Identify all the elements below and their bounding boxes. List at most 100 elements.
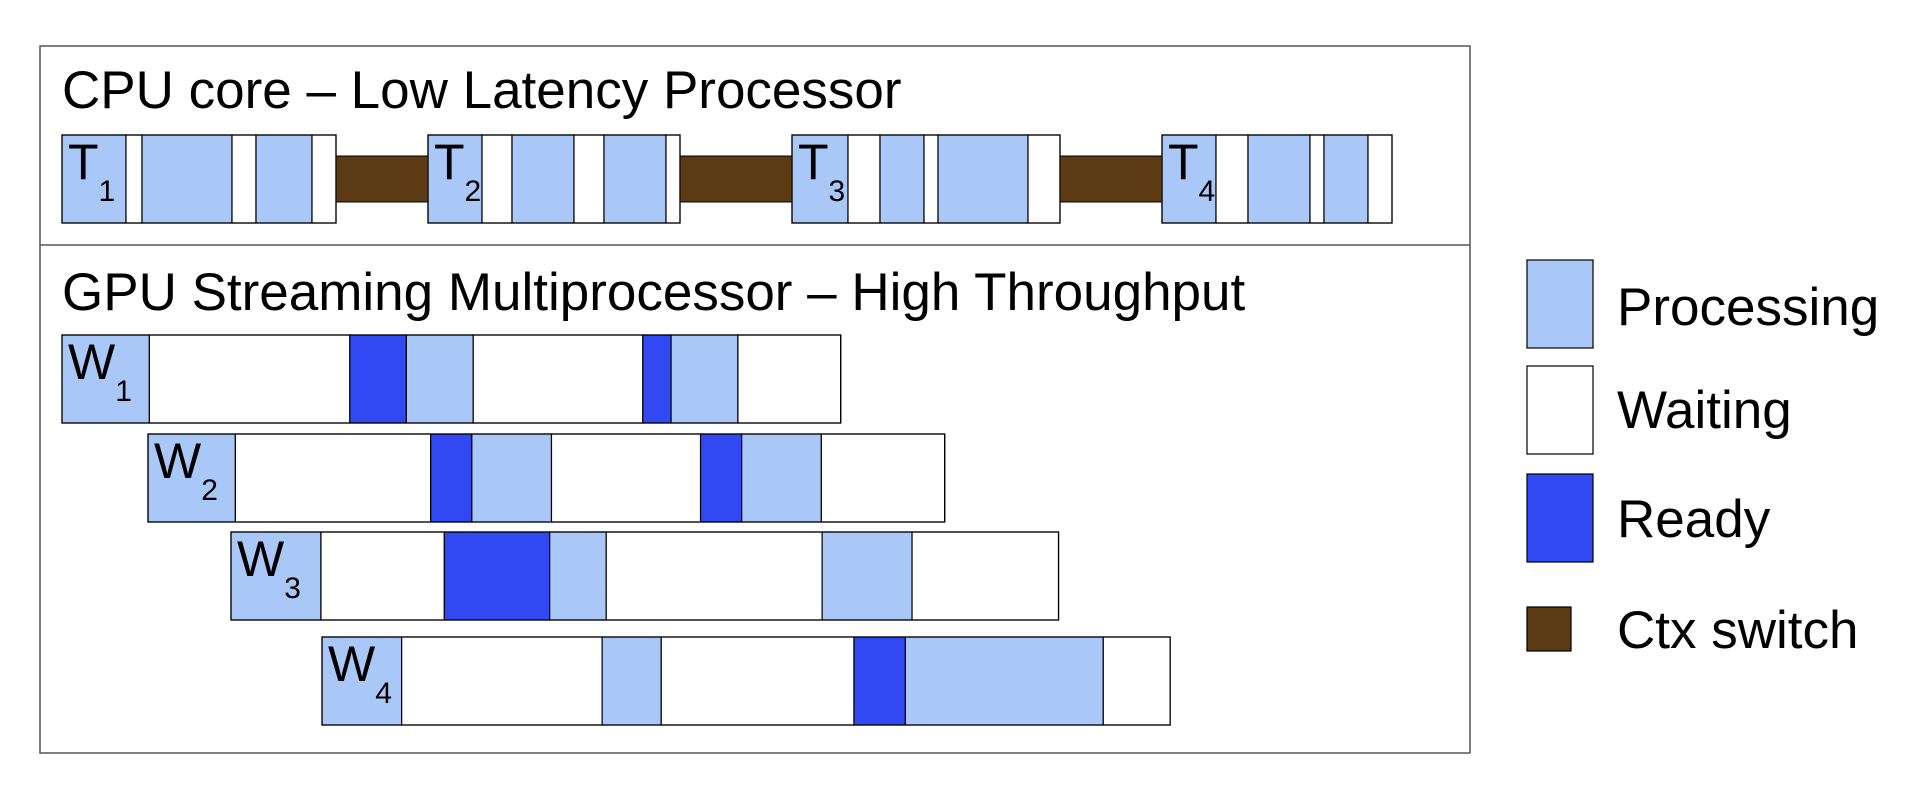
processing-segment xyxy=(511,134,575,224)
cpu-thread-lane-label: T1 xyxy=(68,134,115,208)
legend-item-ready: Ready xyxy=(1526,473,1771,563)
processing-segment xyxy=(904,636,1104,726)
cpu-thread-lane-subscript: 4 xyxy=(1199,175,1216,208)
ready-segment xyxy=(430,433,473,523)
processing-segment xyxy=(141,134,233,224)
processing-segment xyxy=(405,334,474,424)
ctx-switch-markers xyxy=(335,155,1163,203)
cpu-thread-lane: T4 xyxy=(1161,134,1393,224)
legend-label: Ctx switch xyxy=(1617,601,1858,660)
waiting-segment xyxy=(1215,134,1249,224)
legend-label: Processing xyxy=(1617,278,1879,337)
gpu-warp-lane-letter: W xyxy=(154,433,202,489)
gpu-warp-lane-outline xyxy=(230,531,1060,621)
ready-segment xyxy=(699,433,743,523)
gpu-warp-lane-label: W2 xyxy=(154,433,218,507)
legend-label: Waiting xyxy=(1617,381,1792,440)
legend-label: Ready xyxy=(1617,490,1771,549)
ctx-switch-marker xyxy=(1059,155,1163,203)
cpu-thread-lane: T2 xyxy=(427,134,681,224)
processing-segment xyxy=(230,531,322,621)
processing-segment xyxy=(321,636,403,726)
cpu-thread-lane: T3 xyxy=(791,134,1061,224)
ready-segment xyxy=(349,334,407,424)
gpu-warp-lane-label: W3 xyxy=(237,531,301,605)
processing-segment xyxy=(603,134,667,224)
legend-swatch xyxy=(1526,473,1594,563)
processing-segment xyxy=(255,134,313,224)
waiting-segment xyxy=(550,433,702,523)
gpu-warp-lane: W3 xyxy=(230,531,1060,621)
processing-segment xyxy=(471,433,553,523)
processing-segment xyxy=(937,134,1029,224)
gpu-warp-lane-subscript: 4 xyxy=(375,677,392,710)
legend-swatch xyxy=(1526,365,1594,455)
gpu-warp-lane-outline xyxy=(321,636,1171,726)
waiting-segment xyxy=(737,334,842,424)
gpu-warp-lane-subscript: 2 xyxy=(201,474,218,507)
ctx-switch-marker xyxy=(335,155,429,203)
processing-segment xyxy=(670,334,739,424)
waiting-segment xyxy=(148,334,351,424)
legend-item-waiting: Waiting xyxy=(1526,365,1792,455)
gpu-warp-lane-label: W1 xyxy=(68,334,132,408)
diagram-frame xyxy=(39,45,1471,754)
ready-segment xyxy=(853,636,906,726)
processing-segment xyxy=(147,433,236,523)
cpu-thread-lane-label: T2 xyxy=(434,134,481,208)
gpu-warp-lane-letter: W xyxy=(237,531,285,587)
cpu-thread-lane-letter: T xyxy=(434,134,465,190)
waiting-segment xyxy=(911,531,1060,621)
processing-segment xyxy=(741,433,822,523)
gpu-warp-lane: W2 xyxy=(147,433,946,523)
processing-segment xyxy=(1323,134,1369,224)
processing-segment xyxy=(1247,134,1311,224)
waiting-segment xyxy=(401,636,603,726)
processing-segment xyxy=(791,134,849,224)
waiting-segment xyxy=(234,433,432,523)
gpu-warp-lane: W1 xyxy=(61,334,842,424)
gpu-warp-lane-outline xyxy=(61,334,842,424)
waiting-segment xyxy=(1367,134,1393,224)
waiting-segment xyxy=(1027,134,1061,224)
processing-segment xyxy=(601,636,662,726)
cpu-section-title: CPU core – Low Latency Processor xyxy=(62,61,902,120)
cpu-thread-lane: T1 xyxy=(61,134,337,224)
cpu-thread-lane-letter: T xyxy=(798,134,829,190)
waiting-segment xyxy=(1102,636,1171,726)
legend-item-processing: Processing xyxy=(1526,259,1879,349)
legend-item-ctx-switch: Ctx switch xyxy=(1526,601,1858,660)
waiting-segment xyxy=(481,134,513,224)
waiting-segment xyxy=(125,134,143,224)
gpu-section-title: GPU Streaming Multiprocessor – High Thro… xyxy=(62,263,1246,322)
cpu-thread-lane-letter: T xyxy=(68,134,99,190)
cpu-thread-lane-label: T3 xyxy=(798,134,845,208)
processing-segment xyxy=(879,134,925,224)
waiting-segment xyxy=(605,531,823,621)
gpu-warp-lane: W4 xyxy=(321,636,1171,726)
waiting-segment xyxy=(660,636,855,726)
gpu-warp-lane-letter: W xyxy=(68,334,116,390)
gpu-warp-lane-outline xyxy=(147,433,946,523)
waiting-segment xyxy=(573,134,605,224)
waiting-segment xyxy=(820,433,946,523)
gpu-warp-lane-label: W4 xyxy=(328,636,392,710)
ready-segment xyxy=(642,334,672,424)
cpu-thread-lane-subscript: 1 xyxy=(99,175,116,208)
gpu-warp-lane-subscript: 3 xyxy=(284,572,301,605)
processing-segment xyxy=(821,531,913,621)
gpu-warp-lane-subscript: 1 xyxy=(115,375,132,408)
gpu-warp-lane-letter: W xyxy=(328,636,376,692)
waiting-segment xyxy=(1309,134,1325,224)
legend-swatch xyxy=(1526,259,1594,349)
processing-segment xyxy=(549,531,607,621)
waiting-segment xyxy=(231,134,257,224)
waiting-segment xyxy=(923,134,939,224)
cpu-thread-lane-letter: T xyxy=(1168,134,1199,190)
cpu-thread-lane-label: T4 xyxy=(1168,134,1215,208)
legend-swatch xyxy=(1526,606,1572,652)
